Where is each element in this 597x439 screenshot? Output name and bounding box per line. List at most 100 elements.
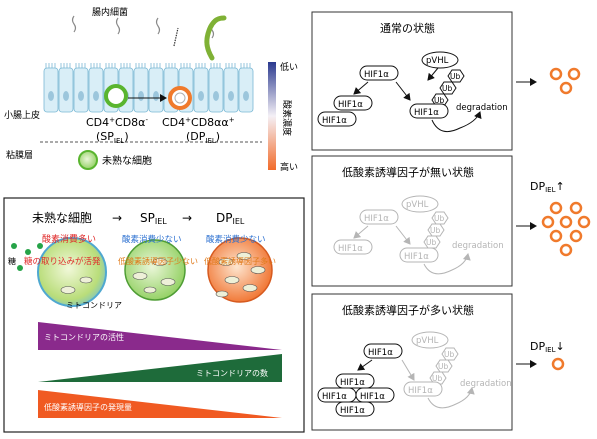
svg-text:Ub: Ub (432, 374, 442, 383)
epithelium-label: 小腸上皮 (4, 109, 40, 121)
scale-low-label: 低い (280, 61, 298, 73)
sp-sublabel: (SPIEL) (96, 130, 129, 145)
wedge-count-label: ミトコンドリアの数 (196, 368, 268, 378)
microvilli (120, 63, 131, 68)
epithelial-nucleus (228, 91, 234, 101)
mucosa-label: 粘膜層 (6, 149, 33, 161)
scale-title: 酸素濃度 (281, 100, 293, 136)
svg-text:Ub: Ub (444, 350, 454, 359)
scale-high-label: 高い (280, 161, 298, 173)
sp-label: CD4+CD8α- (86, 116, 148, 129)
sugar-label: 糖 (8, 256, 16, 266)
oxygen-low-label-dp: 酸素消費少ない (206, 234, 266, 245)
wedge-hif-expression (38, 390, 282, 418)
panel-normal-cells (549, 67, 581, 95)
svg-text:→: → (182, 211, 192, 225)
immature-label: 未熟な細胞 (102, 154, 152, 167)
immature-cell-icon (78, 150, 98, 170)
epithelial-cell (193, 67, 209, 113)
epithelial-cell (133, 67, 149, 113)
svg-text:degradation: degradation (460, 379, 512, 389)
epithelium-row (43, 63, 254, 113)
wedge-mito-activity (38, 322, 282, 350)
svg-text:Ub: Ub (434, 214, 444, 223)
mitochondria-label: ミトコンドリア (66, 301, 122, 310)
epithelial-nucleus (153, 91, 159, 101)
microvilli (60, 63, 71, 68)
epithelial-cell (148, 67, 164, 113)
microvilli (180, 63, 191, 68)
panel-normal-title: 通常の状態 (380, 21, 435, 35)
sp-cell-icon (104, 84, 128, 108)
svg-text:pVHL: pVHL (426, 56, 449, 66)
microvilli (210, 63, 221, 68)
microvilli (135, 63, 146, 68)
svg-text:HIF1α: HIF1α (404, 252, 429, 262)
dp-sublabel: (DPIEL) (186, 130, 220, 145)
svg-text:Ub: Ub (426, 238, 436, 247)
stage-header: 未熟な細胞 → SPIEL → DPIEL (32, 210, 245, 226)
epithelial-nucleus (138, 91, 144, 101)
epithelial-cell (238, 67, 254, 113)
panel-none-title: 低酸素誘導因子が無い状態 (342, 165, 474, 179)
svg-text:Ub: Ub (442, 84, 452, 93)
epithelial-nucleus (243, 91, 249, 101)
epithelial-nucleus (213, 91, 219, 101)
stage3-label: DPIEL (216, 211, 245, 226)
svg-text:HIF1α: HIF1α (408, 386, 433, 396)
panel-many-title: 低酸素誘導因子が多い状態 (342, 303, 474, 317)
svg-text:HIF1α: HIF1α (322, 392, 347, 402)
dp-label: CD4+CD8αα+ (162, 116, 235, 129)
svg-text:degradation: degradation (456, 103, 508, 113)
oxygen-high-label: 酸素消費多い (42, 233, 96, 245)
svg-text:HIF1α: HIF1α (340, 378, 365, 388)
epithelial-cell (208, 67, 224, 113)
svg-text:HIF1α: HIF1α (360, 392, 385, 402)
epithelial-nucleus (78, 91, 84, 101)
panel-none-dp-label: DPIEL↑ (530, 180, 565, 194)
wedge-expression-label: 低酸素誘導因子の発現量 (44, 402, 132, 412)
mitochondria-icons (60, 252, 266, 298)
panel-many-cell (551, 357, 565, 371)
svg-text:HIF1α: HIF1α (414, 108, 439, 118)
epithelial-nucleus (93, 91, 99, 101)
hif-low-label: 低酸素誘導因子少ない (118, 256, 198, 266)
svg-text:degradation: degradation (452, 241, 504, 251)
panel-none-pathway: HIF1α HIF1α pVHL Ub Ub Ub HIF1α degradat… (333, 195, 504, 275)
immature-cell-large (37, 237, 107, 307)
svg-text:HIF1α: HIF1α (364, 70, 389, 80)
oxygen-low-label-sp: 酸素消費少ない (122, 234, 182, 245)
microvilli (45, 63, 56, 68)
microvilli (90, 63, 101, 68)
wedge-activity-label: ミトコンドリアの活性 (44, 332, 124, 342)
microvilli (195, 63, 206, 68)
microvilli (240, 63, 251, 68)
epithelial-cell (58, 67, 74, 113)
svg-text:Ub: Ub (434, 96, 444, 105)
intestine-schematic: 腸内細菌 小腸上皮 粘膜層 CD4+CD8α- (SPIEL) CD4+CD8α… (4, 6, 298, 173)
svg-text:Ub: Ub (430, 226, 440, 235)
epithelial-cell (223, 67, 239, 113)
bacteria-icon (71, 15, 215, 47)
panel-normal-pathway: HIF1α HIF1α HIF1α pVHL Ub Ub Ub HIF1α de… (317, 51, 508, 133)
panel-many-pathway: HIF1α HIF1α HIF1α HIF1α HIF1α pVHL Ub Ub… (317, 331, 512, 417)
sugar-dots-icon (11, 243, 43, 271)
bacteria-label: 腸内細菌 (92, 6, 128, 18)
epithelial-cell (88, 67, 104, 113)
hif-high-label: 低酸素誘導因子多い (204, 256, 276, 266)
panel-normal (311, 11, 513, 151)
svg-text:HIF1α: HIF1α (338, 100, 363, 110)
stage1-label: 未熟な細胞 (32, 210, 92, 225)
svg-text:Ub: Ub (438, 362, 448, 371)
wedge-mito-count (38, 354, 282, 382)
svg-text:→: → (112, 211, 122, 225)
svg-text:HIF1α: HIF1α (340, 406, 365, 416)
svg-text:HIF1α: HIF1α (368, 348, 393, 358)
panel-many-dp-label: DPIEL↓ (530, 340, 565, 354)
svg-text:HIF1α: HIF1α (322, 116, 347, 126)
oxygen-scale-bar (268, 62, 276, 170)
panel-none-cells (541, 201, 591, 257)
filament-bacterium-icon (204, 15, 227, 61)
epithelial-nucleus (63, 91, 69, 101)
